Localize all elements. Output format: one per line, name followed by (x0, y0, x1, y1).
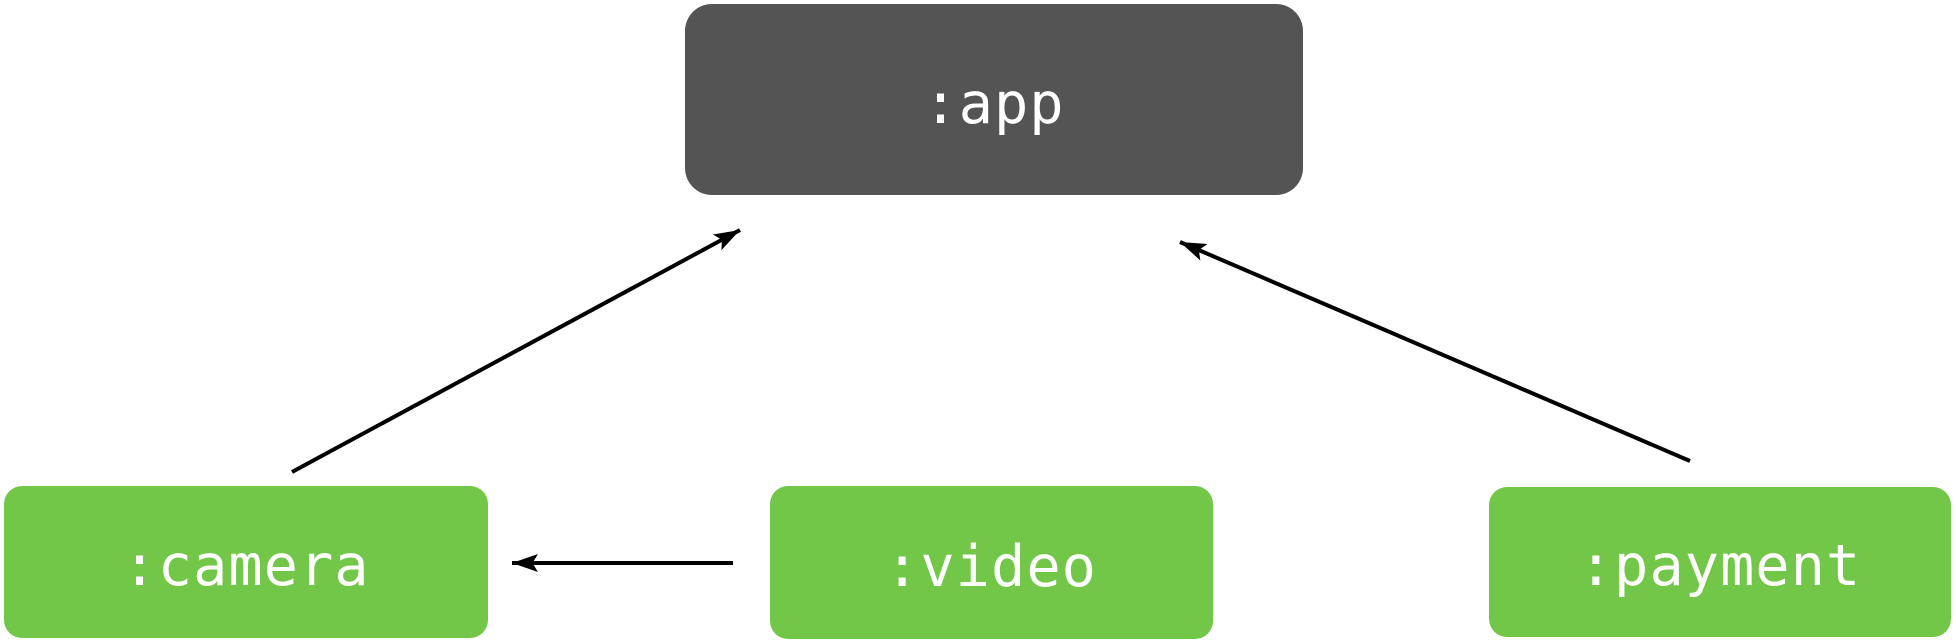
node-video-label: :video (885, 534, 1097, 600)
node-payment: :payment (1489, 487, 1951, 637)
node-app-label: :app (923, 71, 1064, 137)
edge-payment-to-app (1179, 240, 1691, 463)
edge-payment-to-app-line (1179, 240, 1691, 463)
node-camera-label: :camera (122, 533, 369, 599)
edge-camera-to-app (291, 228, 741, 474)
node-video-box (770, 486, 1213, 639)
node-camera: :camera (4, 486, 488, 638)
edge-camera-to-app-line (291, 228, 741, 474)
node-payment-box (1489, 487, 1951, 637)
node-video: :video (770, 486, 1213, 639)
node-app-box (685, 4, 1303, 195)
node-camera-box (4, 486, 488, 638)
node-app: :app (685, 4, 1303, 195)
node-payment-label: :payment (1579, 533, 1862, 599)
